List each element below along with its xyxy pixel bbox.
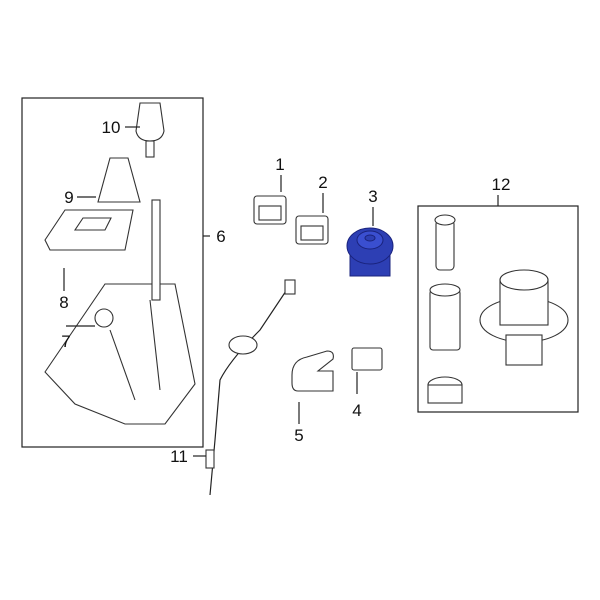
callout-10: 10 — [102, 118, 121, 137]
callout-9: 9 — [64, 188, 73, 207]
lighter-assembly[interactable] — [427, 214, 569, 404]
callout-12: 12 — [492, 175, 511, 194]
callout-5: 5 — [294, 426, 303, 445]
callout-1: 1 — [275, 155, 284, 174]
shifter-assembly[interactable] — [44, 199, 196, 425]
callout-11: 11 — [170, 447, 188, 466]
callout-2: 2 — [318, 173, 327, 192]
callout-3: 3 — [368, 187, 377, 206]
connector-4[interactable] — [351, 347, 383, 371]
callout-7: 7 — [61, 332, 70, 351]
shift-boot[interactable] — [97, 157, 141, 203]
shift-knob[interactable] — [135, 102, 165, 158]
highlighted-part-3[interactable] — [346, 227, 394, 277]
callout-4: 4 — [352, 401, 361, 420]
shifter-bezel[interactable] — [44, 209, 134, 251]
callout-8: 8 — [59, 293, 68, 312]
leader-lines — [63, 126, 499, 457]
bracket-5[interactable] — [291, 350, 334, 392]
switch-2[interactable] — [295, 215, 329, 245]
switch-1[interactable] — [253, 195, 287, 225]
callout-6: 6 — [216, 227, 225, 246]
assembly-box-6 — [21, 97, 204, 448]
shift-cable[interactable] — [205, 279, 296, 496]
